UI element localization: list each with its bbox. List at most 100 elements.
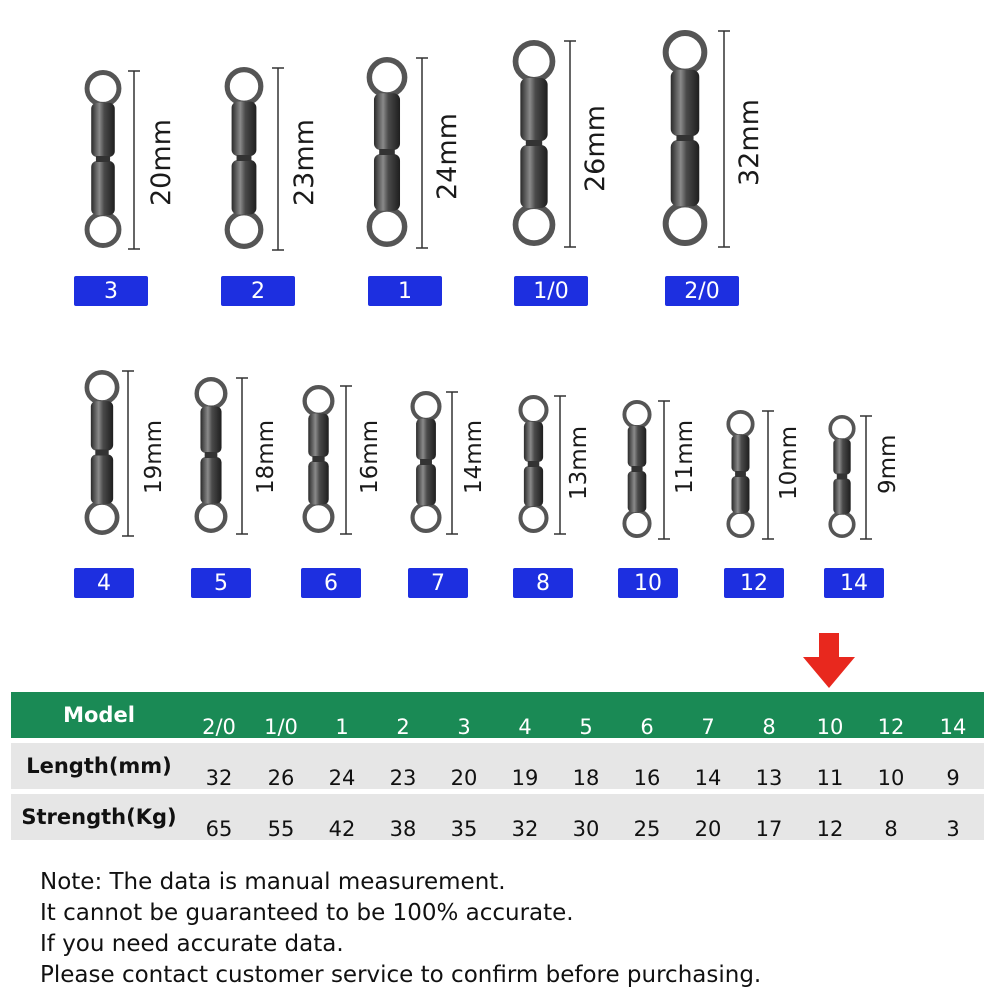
model-header-cell: 14 <box>939 715 967 739</box>
model-header-cell: 2 <box>396 715 410 739</box>
swivel-item <box>658 29 714 246</box>
model-badge: 4 <box>74 568 134 598</box>
swivel-item <box>722 409 761 538</box>
table-cell: 32 <box>511 817 539 841</box>
length-label: 24mm <box>432 113 463 200</box>
model-header-cell: 4 <box>518 715 532 739</box>
model-header-cell: 7 <box>701 715 715 739</box>
dimension-line <box>122 370 134 537</box>
note: Note: The data is manual measurement. It… <box>40 867 980 991</box>
length-label: 26mm <box>580 105 611 192</box>
dimension-line <box>236 377 248 535</box>
model-header-cell: 3 <box>457 715 471 739</box>
swivel-item <box>514 394 555 533</box>
model-badge: 10 <box>618 568 678 598</box>
length-label: 19mm <box>141 419 167 494</box>
swivel-item <box>362 57 414 248</box>
swivel-item <box>618 399 658 538</box>
swivel-item <box>190 377 234 533</box>
dimension-line <box>340 385 352 535</box>
table-cell: 24 <box>328 766 356 790</box>
model-header-cell: 10 <box>816 715 844 739</box>
model-header-cell: 2/0 <box>202 715 236 739</box>
swivel-image <box>84 369 120 535</box>
dimension-line <box>860 415 872 540</box>
model-header-cell: 1 <box>335 715 349 739</box>
table-cell: 65 <box>205 817 233 841</box>
model-header-cell: 1/0 <box>264 715 298 739</box>
swivel-item <box>508 40 562 247</box>
swivel-image <box>518 394 549 533</box>
swivel-image <box>224 67 264 250</box>
table-cell: 17 <box>755 817 783 841</box>
table-cell: 11 <box>816 766 844 790</box>
table-cell: 10 <box>877 766 905 790</box>
swivel-item <box>80 369 126 535</box>
swivel-image <box>828 414 856 538</box>
model-badge: 12 <box>724 568 784 598</box>
model-badge: 3 <box>74 276 148 306</box>
model-header-cell: 5 <box>579 715 593 739</box>
swivel-image <box>194 377 228 533</box>
table-cell: 35 <box>450 817 478 841</box>
note-line: Please contact customer service to confi… <box>40 962 762 988</box>
table-cell: 16 <box>633 766 661 790</box>
swivel-image <box>302 384 335 533</box>
swivel-image <box>622 399 652 538</box>
swivel-image <box>726 409 755 538</box>
note-line: It cannot be guaranteed to be 100% accur… <box>40 900 574 926</box>
length-label: 9mm <box>875 434 901 494</box>
model-badge: 8 <box>513 568 573 598</box>
model-badge: 7 <box>408 568 468 598</box>
swivel-item <box>220 67 270 250</box>
row-label-length: Length(mm) <box>26 754 172 778</box>
dimension-line <box>272 67 284 251</box>
table-cell: 23 <box>389 766 417 790</box>
table-cell: 18 <box>572 766 600 790</box>
length-label: 20mm <box>146 119 177 206</box>
table-cell: 25 <box>633 817 661 841</box>
model-header-cell: 8 <box>762 715 776 739</box>
length-label: 10mm <box>776 425 802 500</box>
table-cell: 8 <box>884 817 898 841</box>
table-cell: 30 <box>572 817 600 841</box>
row-label-strength: Strength(Kg) <box>21 805 177 829</box>
model-badge: 1 <box>368 276 442 306</box>
table-cell: 26 <box>267 766 295 790</box>
table-cell: 3 <box>946 817 960 841</box>
table-cell: 12 <box>816 817 844 841</box>
model-header-cell: 6 <box>640 715 654 739</box>
table-cell: 20 <box>450 766 478 790</box>
table-cell: 20 <box>694 817 722 841</box>
arrow-down-icon <box>803 633 855 688</box>
swivel-image <box>512 40 556 247</box>
length-label: 14mm <box>461 419 487 494</box>
dimension-line <box>554 395 566 535</box>
table-cell: 55 <box>267 817 295 841</box>
table-cell: 42 <box>328 817 356 841</box>
model-header-cell: 12 <box>877 715 905 739</box>
length-label: 16mm <box>357 419 383 494</box>
dimension-line <box>718 30 730 248</box>
dimension-line <box>128 70 140 250</box>
table-cell: 14 <box>694 766 722 790</box>
table-cell: 32 <box>205 766 233 790</box>
swivel-item <box>824 414 862 538</box>
length-label: 32mm <box>734 99 765 186</box>
model-badge: 1/0 <box>514 276 588 306</box>
table-cell: 13 <box>755 766 783 790</box>
length-label: 11mm <box>672 419 698 494</box>
model-badge: 5 <box>191 568 251 598</box>
length-label: 13mm <box>566 425 592 500</box>
length-label: 23mm <box>289 119 320 206</box>
dimension-line <box>446 391 458 535</box>
model-badge: 6 <box>301 568 361 598</box>
header-label: Model <box>63 703 135 727</box>
table-cell: 9 <box>946 766 960 790</box>
swivel-image <box>662 29 708 246</box>
swivel-item <box>406 391 448 534</box>
swivel-item <box>298 384 341 533</box>
note-line: If you need accurate data. <box>40 931 344 957</box>
